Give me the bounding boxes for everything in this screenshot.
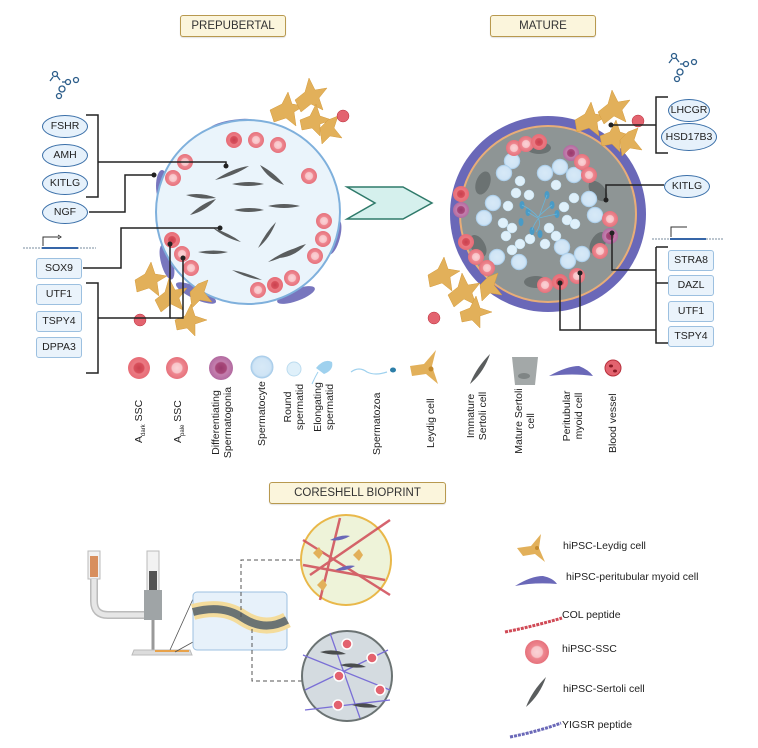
legend-label-differentiating-spermatogonia: Differentiating Spermatogonia: [210, 386, 234, 459]
spermatozoa-icon: [350, 367, 396, 375]
mature-spermatocytes: [475, 152, 604, 271]
bioprint-legend-icons: [504, 534, 563, 739]
mature-connector-dots: [557, 122, 615, 286]
leydig-cell-icon: [410, 350, 438, 384]
mature-sertoli-cell-icon: [512, 357, 538, 385]
blood-vessel-icon: [604, 359, 622, 377]
legend-label-leydig-cell: Leydig cell: [425, 398, 437, 448]
legend-label-round-spermatid: Round spermatid: [282, 383, 306, 431]
marker-kitlg-mature: KITLG: [664, 175, 710, 198]
marker-kitlg: KITLG: [42, 172, 88, 195]
bioprinter-device: [87, 550, 193, 656]
legend-label-blood-vessel: Blood vessel: [607, 393, 619, 453]
key-label-myoid: hiPSC-peritubular myoid cell: [566, 571, 699, 583]
marker-ngf: NGF: [42, 201, 88, 224]
key-label-sertoli: hiPSC-Sertoli cell: [563, 683, 645, 695]
prepubertal-title: PREPUBERTAL: [180, 15, 286, 37]
legend-label-elongating-spermatid: Elongating spermatid: [312, 382, 336, 432]
legend-label-spermatozoa: Spermatozoa: [371, 392, 383, 455]
elongating-spermatid-icon: [311, 360, 333, 385]
core-zoom-circle: [301, 630, 393, 722]
peritubular-myoid-cell-icon: [549, 366, 593, 376]
gene-sox9: SOX9: [36, 258, 82, 279]
mature-round-spermatids: [497, 175, 581, 256]
marker-amh: AMH: [42, 144, 88, 167]
spermatocyte-icon: [250, 355, 274, 379]
promoter-icon-right: [652, 226, 724, 240]
shell-zoom-circle: [300, 514, 392, 606]
promoter-icon-left: [23, 234, 96, 249]
legend-label-apale-ssc: Apale SSC: [172, 400, 187, 443]
key-label-ssc: hiPSC-SSC: [562, 643, 617, 655]
key-label-col-peptide: COL peptide: [562, 609, 621, 621]
mature-leydig-cluster-top: [574, 89, 645, 157]
marker-fshr: FSHR: [42, 115, 88, 138]
legend-label-adark-ssc: Adark SSC: [133, 399, 148, 443]
mature-ssc-cells: [453, 134, 618, 293]
key-label-leydig: hiPSC-Leydig cell: [563, 540, 646, 552]
gene-utf1: UTF1: [36, 284, 82, 305]
ssc-key-icon: [525, 640, 549, 664]
legend-label-immature-sertoli: Immature Sertoli cell: [465, 391, 489, 441]
mature-connectors: [559, 96, 668, 344]
coreshell-filament-inset: [190, 591, 291, 651]
adark-ssc-icon: [128, 357, 150, 379]
immature-sertoli-cells: [186, 165, 306, 280]
stage-arrow: [344, 186, 434, 220]
gene-tspy4: TSPY4: [36, 311, 82, 332]
differentiating-spermatogonia-icon: [209, 356, 233, 380]
prepubertal-tubule: [155, 119, 341, 305]
peritubular-myoid-key-icon: [515, 576, 557, 586]
prepubertal-connector-dots: [151, 163, 229, 261]
leydig-cell-key-icon: [517, 534, 545, 562]
legend-label-spermatocyte: Spermatocyte: [256, 381, 268, 446]
key-label-yigsr-peptide: YIGSR peptide: [562, 719, 633, 731]
hormone-molecule-icon-left: [49, 70, 80, 100]
gene-utf1-mature: UTF1: [668, 301, 714, 322]
extrusion-zoom-lines: [169, 598, 194, 653]
legend-label-mature-sertoli: Mature Sertoli cell: [513, 388, 537, 454]
gene-tspy4-mature: TSPY4: [668, 326, 714, 347]
mature-leydig-cluster-bottom: [427, 256, 503, 329]
prepubertal-ssc-cells: [164, 132, 332, 298]
legend-label-peritubular-myoid: Peritubular myoid cell: [561, 390, 585, 442]
sertoli-cell-key-icon: [526, 677, 546, 707]
mature-title: MATURE: [490, 15, 596, 37]
round-spermatid-icon: [286, 361, 302, 377]
gene-dppa3: DPPA3: [36, 337, 82, 358]
immature-sertoli-cell-icon: [470, 354, 490, 384]
gene-dazl: DAZL: [668, 275, 714, 296]
prepubertal-leydig-cluster-bottom: [133, 261, 213, 337]
cell-legend-icons: [128, 350, 622, 385]
marker-lhcgr: LHCGR: [668, 99, 710, 122]
yigsr-peptide-key-icon: [509, 721, 562, 739]
gene-stra8: STRA8: [668, 250, 714, 271]
mature-spermatozoa-tails: [521, 194, 558, 233]
hormone-molecule-icon-right: [668, 52, 698, 83]
apale-ssc-icon: [166, 357, 188, 379]
prepubertal-leydig-cluster-top: [269, 77, 350, 145]
col-peptide-key-icon: [504, 616, 563, 634]
inset-dashed-connectors: [240, 559, 302, 682]
marker-hsd17b3: HSD17B3: [661, 123, 717, 151]
coreshell-bioprint-title: CORESHELL BIOPRINT: [269, 482, 446, 504]
